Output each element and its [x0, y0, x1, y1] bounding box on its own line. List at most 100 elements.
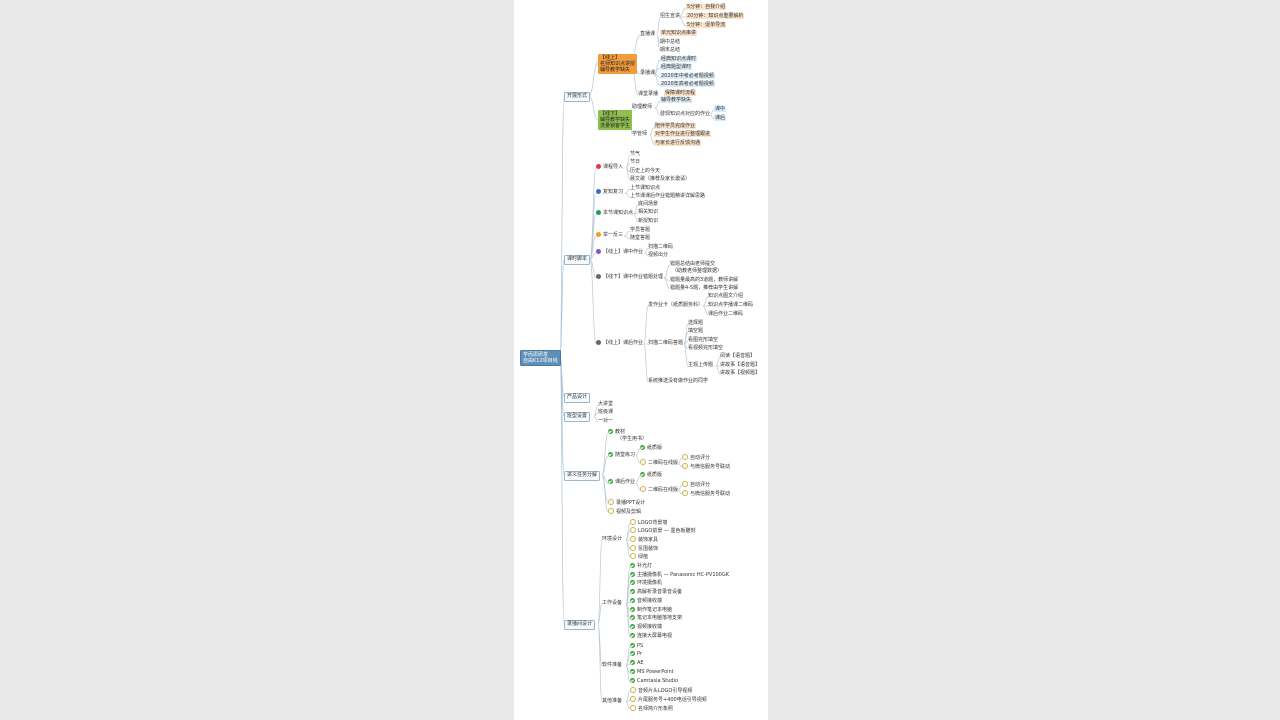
node-l4[interactable]: 录播PPT设计: [608, 499, 645, 507]
node-w6[interactable]: 制作笔记本电脑: [630, 607, 672, 615]
node-w8[interactable]: 视频接收端: [630, 624, 662, 632]
node-o2[interactable]: 20分钟：知识点重要解析: [686, 13, 745, 21]
node-ih2[interactable]: 视频出分: [648, 252, 668, 260]
node-l5[interactable]: 视频及剪辑: [608, 508, 641, 516]
node-recording[interactable]: 直播课: [640, 31, 655, 39]
node-student[interactable]: 学管师: [632, 131, 647, 139]
node-l2b[interactable]: 二维码在线版: [640, 459, 678, 467]
node-lesson_fix[interactable]: 课堂录播: [638, 91, 658, 99]
node-intro[interactable]: 课程导入: [596, 164, 623, 172]
node-sw3[interactable]: AE: [630, 660, 644, 668]
node-q5a[interactable]: 阅读【语音题】: [720, 353, 755, 361]
node-w1[interactable]: 补光灯: [630, 563, 652, 571]
node-e1[interactable]: LOGO背景墙: [630, 519, 667, 527]
node-o1[interactable]: 5分钟：自我介绍: [686, 4, 727, 12]
node-a1[interactable]: 辅导教学缺失: [660, 97, 693, 105]
node-oh3[interactable]: 错题量4-5题，推荐由学生讲解: [670, 285, 738, 293]
node-i1[interactable]: 节气: [630, 151, 640, 159]
node-env[interactable]: 环境设计: [602, 536, 622, 544]
node-equip[interactable]: 工作设备: [602, 600, 622, 608]
node-i4[interactable]: 晨文歌（推荐及家长邀请）: [630, 176, 690, 184]
node-ah1b[interactable]: 知识点学播课二维码: [708, 302, 753, 310]
branch-classtype[interactable]: 班型设置: [564, 412, 591, 422]
node-p3[interactable]: 2020年中考必考题视频: [660, 73, 715, 81]
node-ot_3[interactable]: 名师简介形象照: [630, 705, 673, 713]
node-this_lesson[interactable]: 本节课知识点: [596, 210, 633, 218]
node-e5[interactable]: 绿植: [630, 553, 648, 561]
node-l1b[interactable]: （学生用书）: [617, 436, 647, 444]
node-q2[interactable]: 填空题: [688, 328, 703, 336]
node-s1[interactable]: 陪伴学员完成作业: [654, 123, 697, 131]
node-w4[interactable]: 高解析录音录音设备: [630, 589, 682, 597]
node-w5[interactable]: 音频接收端: [630, 598, 662, 606]
node-q5[interactable]: 主观上传题: [688, 362, 713, 370]
node-ah2[interactable]: 扫描二维码答题: [648, 340, 683, 348]
node-t1[interactable]: 底间场景: [638, 201, 658, 209]
node-q1[interactable]: 选择题: [688, 320, 703, 328]
node-review[interactable]: 复知复习: [596, 189, 623, 197]
node-l3b[interactable]: 二维码在线版: [640, 486, 678, 494]
node-p4[interactable]: 2020年高考必考题视频: [660, 81, 715, 89]
node-sw5[interactable]: Camtasia Studio: [630, 678, 678, 686]
node-s3[interactable]: 与家长进行反馈沟通: [654, 140, 702, 148]
node-q5c[interactable]: 讲故事【视频题】: [720, 370, 760, 378]
node-one_three[interactable]: 举一反三: [596, 232, 623, 240]
node-p1[interactable]: 经典知识点课时: [660, 56, 698, 64]
node-l2b1[interactable]: 自动评分: [682, 454, 710, 462]
node-l3[interactable]: 课后作业: [608, 479, 635, 487]
node-t3[interactable]: 新授知识: [638, 218, 658, 226]
node-w9[interactable]: 连接大屏幕电视: [630, 633, 672, 641]
node-l3b2[interactable]: 与微信服务号联动: [682, 490, 730, 498]
node-i2[interactable]: 节日: [630, 159, 640, 167]
node-inclass_hw[interactable]: 【线上】课中作业: [596, 249, 643, 257]
node-ih1[interactable]: 扫描二维码: [648, 244, 673, 252]
node-oh2[interactable]: 错题量最高的3道题，教师讲解: [670, 277, 738, 285]
node-lesson_fix_note[interactable]: 保障课时流程: [664, 90, 697, 98]
node-l1[interactable]: 教材: [608, 429, 625, 437]
branch-script[interactable]: 课时脚本: [564, 255, 591, 265]
node-r1[interactable]: 单元知识点串讲: [660, 30, 698, 38]
node-o3[interactable]: 5分钟：促单导流: [686, 22, 727, 30]
node-p2[interactable]: 经典题型课时: [660, 64, 693, 72]
online-box[interactable]: 【线上】名师知识点讲授辅导教学缺失: [598, 54, 638, 74]
node-a2a[interactable]: 课中: [714, 106, 727, 114]
node-sw2[interactable]: Pr: [630, 651, 642, 659]
node-ah3[interactable]: 系统推送没有做作业的同学: [648, 378, 708, 386]
node-rv2[interactable]: 上节课课后作业错题精讲详解思路: [630, 193, 705, 201]
node-offline_hw[interactable]: 【线下】课中作业错题处理: [596, 274, 663, 282]
node-ot_2[interactable]: 片尾服务号+400电话引导视频: [630, 696, 707, 704]
node-a2[interactable]: 發现知识点对应的作业: [660, 111, 710, 119]
node-t2[interactable]: 相关知识: [638, 209, 658, 217]
node-l3a[interactable]: 纸质版: [640, 472, 662, 480]
node-replay[interactable]: 录播课: [640, 70, 655, 78]
node-w7[interactable]: 笔记本电脑落地支架: [630, 615, 682, 623]
node-ah1a[interactable]: 知识点图文介绍: [708, 293, 743, 301]
node-q3[interactable]: 看图完形填空: [688, 337, 718, 345]
node-q5b[interactable]: 讲故事【语音题】: [720, 362, 760, 370]
node-r2[interactable]: 期中总结: [660, 39, 680, 47]
node-ot_1[interactable]: 音频片头LOGO引导视频: [630, 687, 692, 695]
node-ah1[interactable]: 发作业卡（纸质服务科）: [648, 302, 703, 310]
node-ot2[interactable]: 随堂答题: [630, 235, 650, 243]
node-l2a[interactable]: 纸质版: [640, 445, 662, 453]
node-w3[interactable]: 环境摄像机: [630, 580, 662, 588]
node-ot1[interactable]: 学员答题: [630, 227, 650, 235]
node-l2b2[interactable]: 与微信服务号联动: [682, 463, 730, 471]
node-after_hw[interactable]: 【线上】课后作业: [596, 340, 643, 348]
node-oh1[interactable]: 错题总结由老师提交: [670, 261, 715, 269]
node-s2[interactable]: 对学生作业进行整理跟进: [654, 131, 712, 139]
node-c2[interactable]: 班级课: [598, 409, 613, 417]
node-sw4[interactable]: MS PowerPoint: [630, 669, 674, 677]
offline-box[interactable]: 【线下】辅导教学缺失流量锁客学生: [598, 110, 633, 130]
node-software[interactable]: 软件准备: [602, 662, 622, 670]
node-opening[interactable]: 招生宣讲: [660, 13, 680, 21]
node-w2[interactable]: 主播摄像机 — Panasonic HC-PV100GK: [630, 572, 729, 580]
node-sw1[interactable]: PS: [630, 643, 643, 651]
branch-product[interactable]: 产品设计: [564, 393, 591, 403]
node-e3[interactable]: 装饰家具: [630, 536, 658, 544]
branch-lecture[interactable]: 讲义任务分解: [564, 471, 601, 481]
branch-open_form[interactable]: 开展形式: [564, 92, 591, 102]
node-ah1c[interactable]: 课后作业二维码: [708, 311, 743, 319]
node-e2[interactable]: LOGO前景 — 墨色板雕刻: [630, 527, 696, 535]
node-e4[interactable]: 氛围装饰: [630, 545, 658, 553]
